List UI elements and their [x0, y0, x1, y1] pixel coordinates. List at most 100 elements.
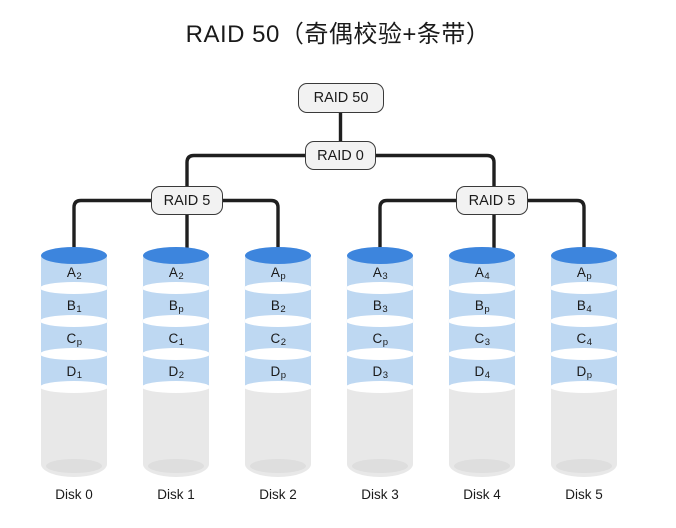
block-label: A2: [168, 264, 184, 283]
stripe-subscript: 1: [76, 370, 83, 382]
block-divider: [244, 348, 312, 360]
page-title: RAID 50（奇偶校验+条带）: [185, 21, 491, 48]
disk-bottom-ellipse: [250, 459, 306, 473]
node-raid-5-right[interactable]: RAID 5: [456, 186, 528, 215]
stripe-subscript: 3: [484, 337, 491, 349]
node-raid-5-left[interactable]: RAID 5: [151, 186, 223, 215]
disk-caption: Disk 1: [157, 487, 195, 502]
block-divider: [448, 282, 516, 294]
disk-top-cap: [449, 247, 515, 264]
block-label: B4: [576, 297, 592, 316]
block-label: B3: [372, 297, 388, 316]
edge-group-left-disk2: [223, 198, 280, 252]
disk-caption: Disk 3: [361, 487, 399, 502]
block-divider: [346, 381, 414, 393]
block-divider: [346, 315, 414, 327]
block-label: Cp: [372, 330, 389, 349]
parity-subscript: p: [76, 337, 83, 349]
stripe-subscript: 2: [280, 337, 287, 349]
block-divider: [448, 348, 516, 360]
edge-raid0-group-right: [376, 153, 496, 186]
disk-bottom-ellipse: [556, 459, 612, 473]
disk-caption: Disk 5: [565, 487, 603, 502]
block-divider: [142, 381, 210, 393]
stripe-subscript: 3: [382, 370, 389, 382]
stripe-subscript: 4: [484, 271, 490, 283]
edge-group-right-disk3: [378, 198, 456, 252]
block-divider: [244, 282, 312, 294]
block-label: A2: [66, 264, 82, 283]
disk-caption: Disk 0: [55, 487, 93, 502]
disk-caption: Disk 2: [259, 487, 297, 502]
disk-top-cap: [551, 247, 617, 264]
block-divider: [448, 381, 516, 393]
node-raid-0[interactable]: RAID 0: [305, 141, 376, 170]
block-divider: [448, 315, 516, 327]
parity-subscript: p: [484, 304, 490, 316]
block-label: Dp: [576, 363, 593, 382]
parity-subscript: p: [586, 370, 593, 382]
block-label: Ap: [576, 264, 592, 283]
parity-subscript: p: [586, 271, 592, 283]
disk-top-cap: [347, 247, 413, 264]
disk-bottom-ellipse: [46, 459, 102, 473]
block-divider: [40, 282, 108, 294]
block-divider: [550, 381, 618, 393]
parity-subscript: p: [178, 304, 184, 316]
disk-top-cap: [143, 247, 209, 264]
block-divider: [40, 315, 108, 327]
block-label: D3: [372, 363, 389, 382]
parity-subscript: p: [280, 271, 286, 283]
disk-caption: Disk 4: [463, 487, 501, 502]
block-divider: [550, 282, 618, 294]
edge-group-right-disk5: [528, 198, 586, 252]
block-divider: [40, 348, 108, 360]
block-divider: [142, 315, 210, 327]
block-label: Cp: [66, 330, 83, 349]
disk-top-cap: [245, 247, 311, 264]
disk-bottom-ellipse: [148, 459, 204, 473]
block-divider: [244, 315, 312, 327]
disk-bottom-ellipse: [454, 459, 510, 473]
block-label: Bp: [168, 297, 184, 316]
block-label: C3: [474, 330, 491, 349]
stripe-subscript: 2: [76, 271, 82, 283]
block-divider: [346, 282, 414, 294]
block-label: C4: [576, 330, 593, 349]
stripe-subscript: 4: [586, 337, 593, 349]
stripe-subscript: 1: [76, 304, 82, 316]
stripe-subscript: 2: [178, 370, 185, 382]
block-label: Dp: [270, 363, 287, 382]
block-label: Ap: [270, 264, 286, 283]
stripe-subscript: 2: [280, 304, 286, 316]
block-label: D4: [474, 363, 491, 382]
block-label: Bp: [474, 297, 490, 316]
block-label: C2: [270, 330, 287, 349]
block-divider: [346, 348, 414, 360]
block-label: D2: [168, 363, 185, 382]
stripe-subscript: 3: [382, 304, 388, 316]
node-raid-50[interactable]: RAID 50: [298, 83, 384, 113]
block-label: D1: [66, 363, 83, 382]
stripe-subscript: 1: [178, 337, 185, 349]
disk-bottom-ellipse: [352, 459, 408, 473]
block-divider: [142, 282, 210, 294]
block-divider: [142, 348, 210, 360]
disk-top-cap: [41, 247, 107, 264]
